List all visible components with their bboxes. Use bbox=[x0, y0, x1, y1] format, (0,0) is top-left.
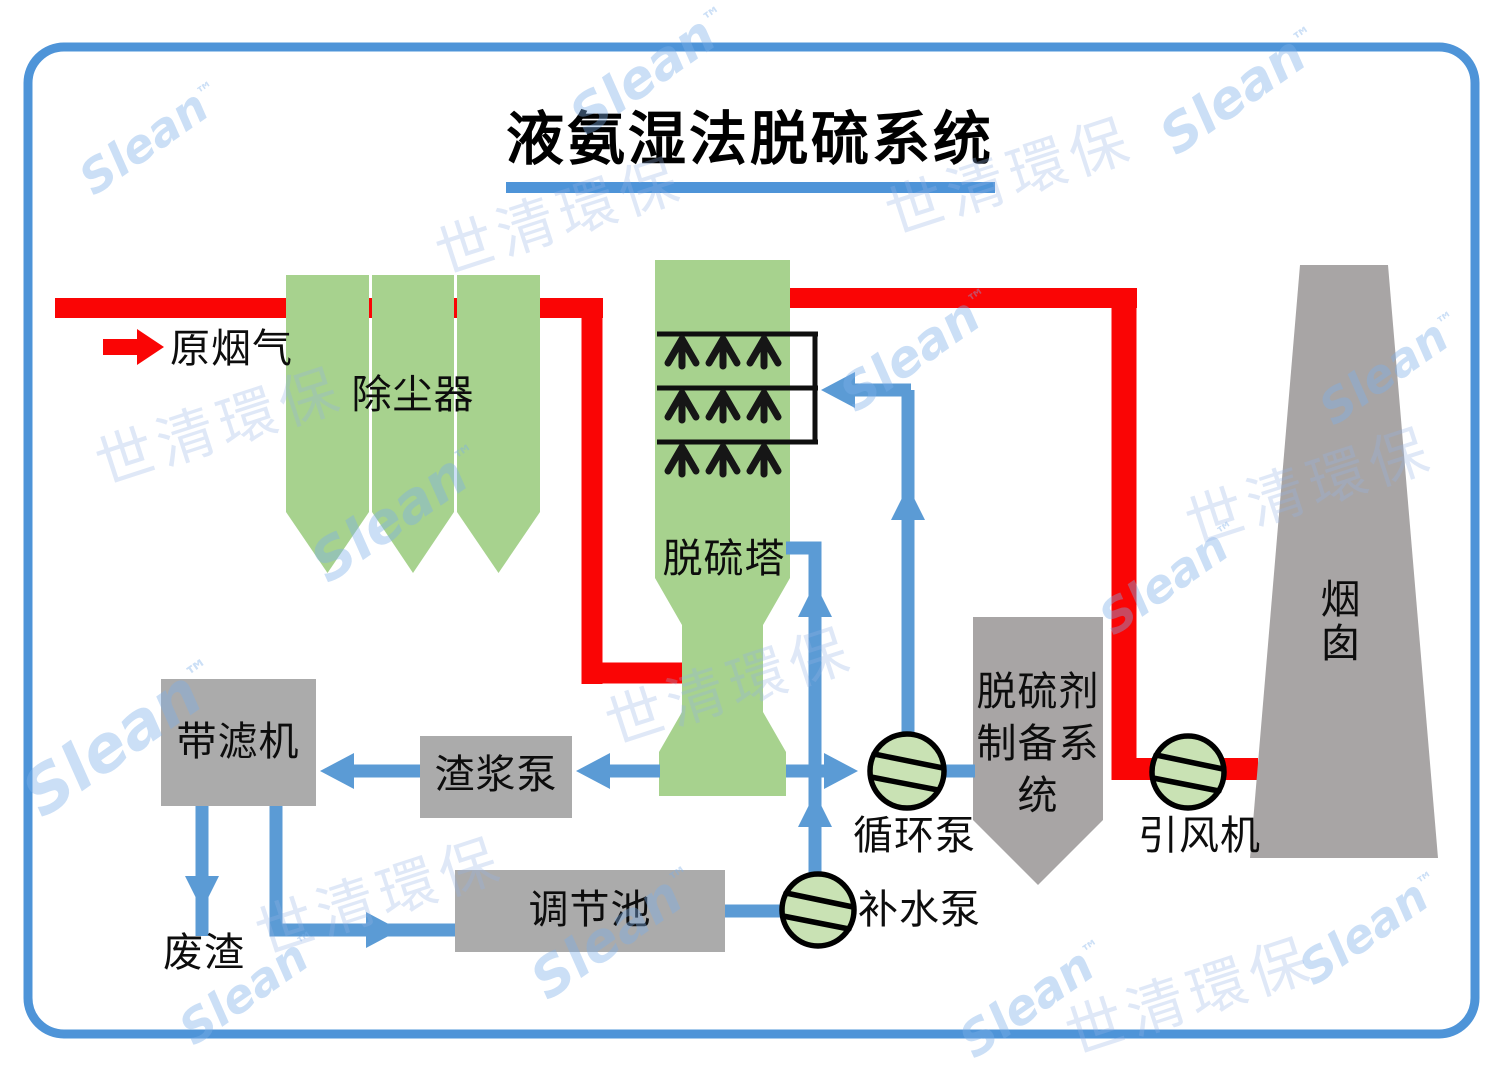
makeup-water-pump-icon bbox=[779, 871, 857, 949]
dust-collector-shape bbox=[286, 275, 540, 573]
belt-filter-box bbox=[161, 679, 316, 806]
raw-flue-gas-arrow-icon bbox=[103, 329, 164, 365]
circulation-pump-icon bbox=[867, 731, 947, 811]
spray-nozzle-icons bbox=[664, 335, 782, 478]
title-underline bbox=[506, 182, 995, 193]
absorbent-prep-system-shape bbox=[973, 617, 1103, 885]
adjust-pool-box bbox=[455, 870, 725, 952]
slag-pump-box bbox=[420, 736, 572, 818]
page-title: 液氨湿法脱硫系统 bbox=[505, 105, 995, 173]
desulfurization-tower-shape bbox=[655, 260, 790, 796]
slurry-water-lines bbox=[185, 372, 975, 948]
induced-draft-fan-icon bbox=[1149, 733, 1227, 811]
diagram-border-frame bbox=[23, 42, 1480, 1039]
spray-levels-box bbox=[657, 331, 818, 445]
chimney-shape bbox=[1250, 265, 1438, 858]
